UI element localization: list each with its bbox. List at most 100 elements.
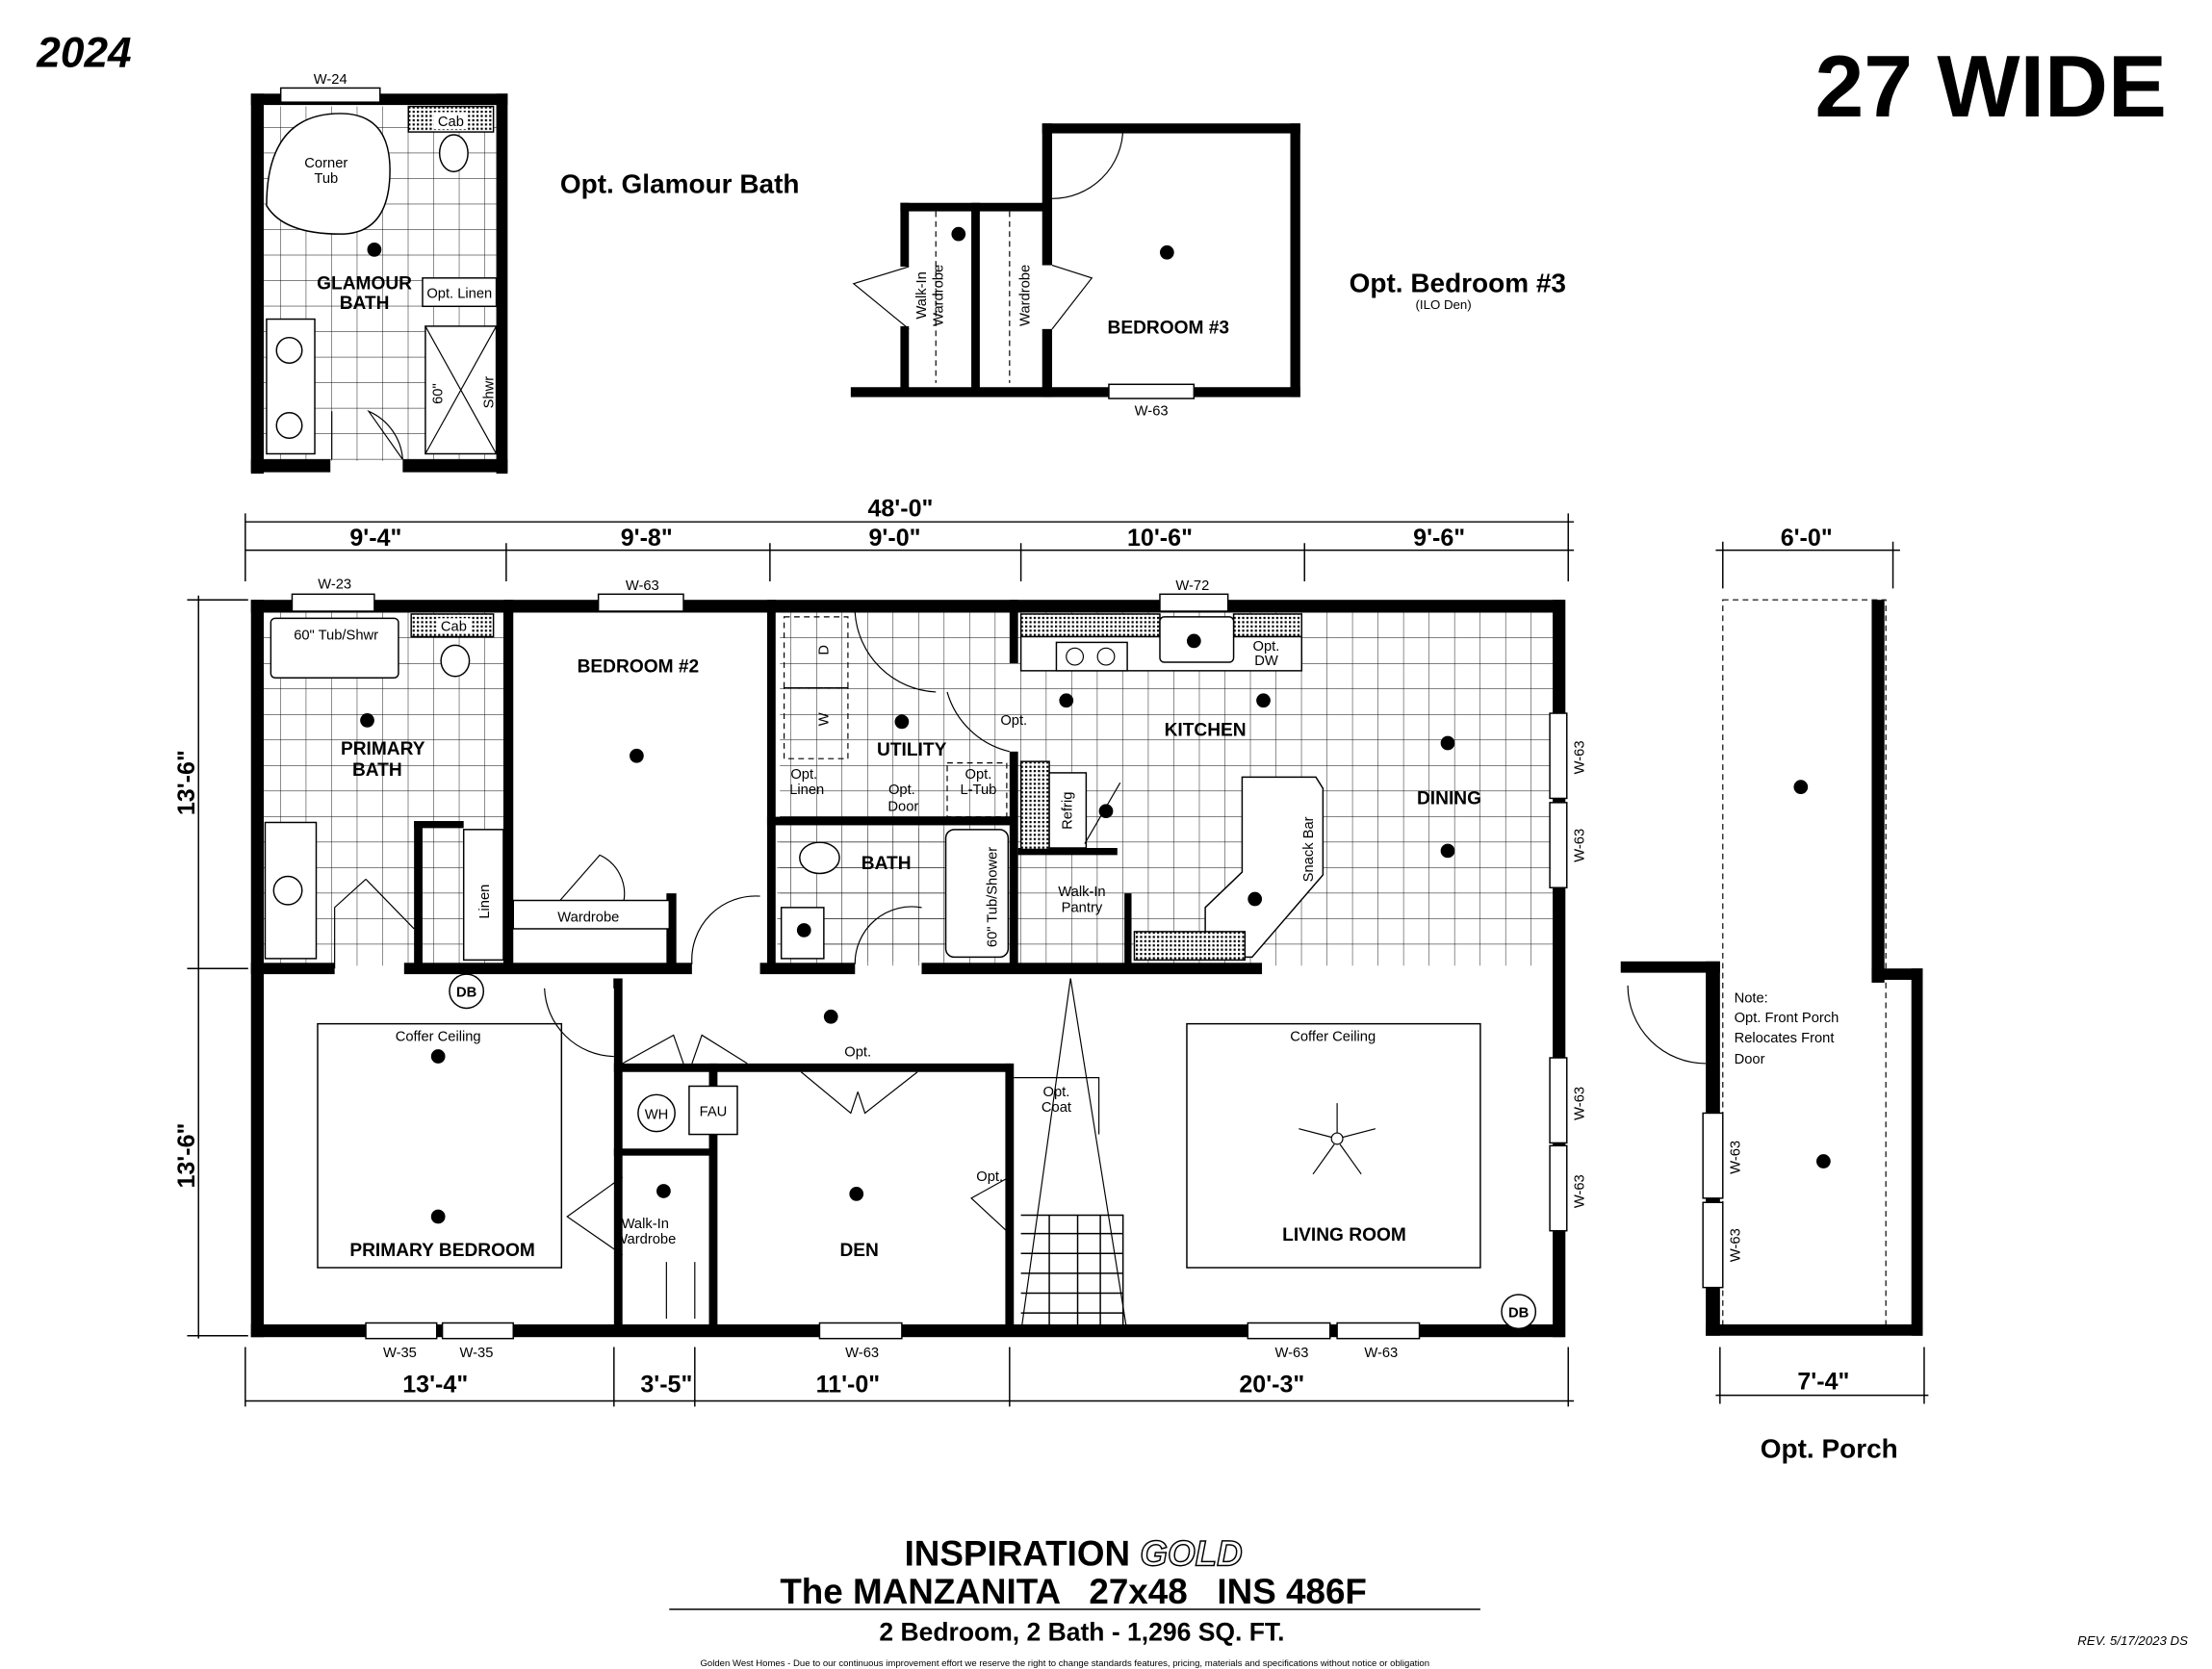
window-label: W-72 xyxy=(1175,578,1209,594)
wardrobe-label: Wardrobe xyxy=(557,911,619,926)
walkin-label: Walk-In xyxy=(622,1217,669,1232)
main-house-plan: W-23 W-63 W-72 W-63 W-63 W-63 W-63 W-35 … xyxy=(250,577,1587,1361)
kitchen-label: KITCHEN xyxy=(1165,721,1247,741)
shower-label: Shwr xyxy=(482,376,498,409)
opt-linen-label: Opt. xyxy=(790,767,817,783)
porch-note: Door xyxy=(1735,1052,1765,1067)
glamour-label: GLAMOUR xyxy=(317,274,412,295)
living-room-label: LIVING ROOM xyxy=(1282,1225,1406,1245)
model-label: The MANZANITA 27x48 INS 486F xyxy=(780,1572,1367,1611)
glamour-window-label: W-24 xyxy=(314,72,347,88)
dim-left: 13'-6" xyxy=(173,1123,200,1189)
cabinet-label: Cab xyxy=(441,620,467,635)
wardrobe-label: Wardrobe xyxy=(932,265,947,326)
shower-size-label: 60" xyxy=(431,383,447,404)
bedroom2-label: BEDROOM #2 xyxy=(578,656,700,677)
dining-label: DINING xyxy=(1417,788,1481,809)
window-label: W-23 xyxy=(318,577,351,592)
porch-note: Relocates Front xyxy=(1735,1031,1835,1046)
walkin-label: Walk-In xyxy=(914,271,930,319)
window-label: W-63 xyxy=(1364,1346,1398,1361)
refrig-label: Refrig xyxy=(1061,792,1076,830)
primary-bath-label: PRIMARY xyxy=(341,739,425,759)
bedroom3-window-label: W-63 xyxy=(1135,404,1169,420)
window-label: W-63 xyxy=(1572,829,1587,862)
porch-note: Note: xyxy=(1735,991,1768,1007)
window-label: W-63 xyxy=(1572,1174,1587,1208)
opt-label: Opt. xyxy=(1000,713,1027,729)
bedroom3-subtitle: (ILO Den) xyxy=(1416,297,1472,312)
coffer-ceiling-label: Coffer Ceiling xyxy=(1290,1029,1376,1044)
dim-bottom: 13'-4" xyxy=(402,1372,468,1399)
window-label: W-35 xyxy=(383,1346,417,1361)
disclaimer: Golden West Homes - Due to our continuou… xyxy=(700,1658,1429,1669)
summary-label: 2 Bedroom, 2 Bath - 1,296 SQ. FT. xyxy=(879,1617,1284,1646)
fau-label: FAU xyxy=(700,1104,728,1119)
corner-tub-label: Corner xyxy=(304,156,347,171)
dim-top: 9'-0" xyxy=(869,525,921,552)
bedroom3-label: BEDROOM #3 xyxy=(1108,318,1230,338)
revision-label: REV. 5/17/2023 DS xyxy=(2077,1633,2188,1648)
porch-plan: W-63 W-63 Note: Opt. Front Porch Relocat… xyxy=(1620,599,1923,1463)
opt-coat-label-2: Coat xyxy=(1042,1100,1071,1116)
window-label: W-63 xyxy=(1572,740,1587,774)
ceiling-fan-icon xyxy=(1299,1103,1376,1175)
window-label: W-63 xyxy=(1275,1346,1309,1361)
dim-top: 9'-8" xyxy=(621,525,673,552)
glamour-bath-label: BATH xyxy=(340,294,390,314)
opt-ltub-label-2: L-Tub xyxy=(960,783,996,798)
opt-ltub-label: Opt. xyxy=(965,767,992,783)
title-block: INSPIRATION GOLD The MANZANITA 27x48 INS… xyxy=(669,1533,2188,1669)
pantry-label-2: Pantry xyxy=(1062,900,1103,915)
dimensions: 48'-0" 9'-4" 9'-8" 9'-0" 10'-6" 9'-6" 13… xyxy=(173,495,1929,1407)
primary-bath-label-2: BATH xyxy=(352,760,402,781)
opt-label: Opt. xyxy=(976,1169,1003,1185)
dim-porch-bottom: 7'-4" xyxy=(1797,1369,1849,1396)
dim-bottom: 20'-3" xyxy=(1239,1372,1304,1399)
year-label: 2024 xyxy=(36,29,131,76)
overall-length: 48'-0" xyxy=(867,495,933,522)
opt-dw-label: Opt. xyxy=(1253,639,1280,655)
glamour-bath-title: Opt. Glamour Bath xyxy=(560,168,800,198)
primary-bedroom-label: PRIMARY BEDROOM xyxy=(349,1241,534,1261)
opt-linen-label-2: Linen xyxy=(789,783,824,798)
coffer-ceiling-label: Coffer Ceiling xyxy=(396,1029,481,1044)
water-heater-label: WH xyxy=(645,1107,669,1122)
dim-top: 9'-4" xyxy=(349,525,401,552)
window-label: W-63 xyxy=(1572,1087,1587,1120)
tub-label: 60" Tub/Shwr xyxy=(294,628,378,643)
pantry-label: Walk-In xyxy=(1058,885,1105,900)
dim-bottom: 11'-0" xyxy=(816,1372,881,1399)
db-label: DB xyxy=(456,986,476,1001)
brand-label: INSPIRATION GOLD xyxy=(905,1533,1243,1573)
bath-label: BATH xyxy=(862,854,912,874)
opt-dw-label-2: DW xyxy=(1254,654,1278,669)
porch-title: Opt. Porch xyxy=(1761,1433,1898,1463)
dim-top: 10'-6" xyxy=(1127,525,1193,552)
db-label: DB xyxy=(1508,1306,1529,1322)
linen-label: Linen xyxy=(477,885,493,919)
opt-linen-label: Opt. Linen xyxy=(426,286,492,301)
width-label: 27 WIDE xyxy=(1814,38,2166,136)
opt-label: Opt. xyxy=(844,1045,871,1061)
dim-left: 13'-6" xyxy=(173,750,200,815)
porch-note: Opt. Front Porch xyxy=(1735,1011,1839,1026)
opt-door-label-2: Door xyxy=(887,800,918,815)
window-label: W-63 xyxy=(1728,1228,1743,1262)
bedroom3-plan: W-63 Walk-In Wardrobe Wardrobe BEDROOM #… xyxy=(850,123,1566,420)
utility-label: UTILITY xyxy=(877,740,947,760)
walkin-label-2: Wardrobe xyxy=(614,1232,676,1247)
window-label: W-63 xyxy=(1728,1141,1743,1174)
dim-top: 9'-6" xyxy=(1413,525,1465,552)
window-label: W-63 xyxy=(626,578,659,594)
den-label: DEN xyxy=(839,1241,878,1261)
washer-label: W xyxy=(816,712,832,726)
wardrobe-label-2: Wardrobe xyxy=(1017,265,1033,326)
dim-porch-top: 6'-0" xyxy=(1781,525,1833,552)
dryer-label: D xyxy=(816,645,832,655)
window-label: W-35 xyxy=(460,1346,494,1361)
window-label: W-63 xyxy=(845,1346,879,1361)
bedroom3-title: Opt. Bedroom #3 xyxy=(1350,269,1566,298)
corner-tub-label-2: Tub xyxy=(314,171,338,187)
